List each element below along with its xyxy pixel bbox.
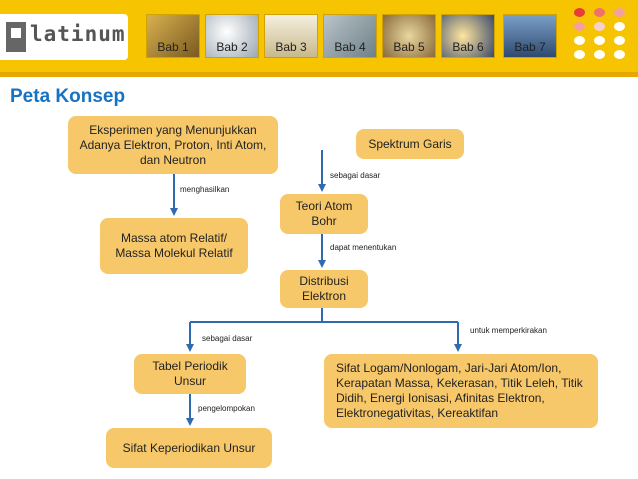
chapter-tab-3[interactable]: Bab 3: [264, 14, 318, 58]
header-accent-bar: [0, 72, 638, 77]
node-spektrum-garis: Spektrum Garis: [356, 129, 464, 159]
edge-label-menghasilkan: menghasilkan: [180, 185, 230, 194]
chapter-tab-1[interactable]: Bab 1: [146, 14, 200, 58]
chapter-tab-label: Bab 4: [334, 40, 366, 54]
logo-text: latinum: [30, 22, 126, 46]
dot-icon: [574, 36, 585, 45]
node-eksperimen: Eksperimen yang Menunjukkan Adanya Elekt…: [68, 116, 278, 174]
node-sifat-logam: Sifat Logam/Nonlogam, Jari-Jari Atom/Ion…: [324, 354, 598, 428]
dot-icon: [574, 50, 585, 59]
dot-icon: [594, 50, 605, 59]
chapter-tab-4[interactable]: Bab 4: [323, 14, 377, 58]
node-massa-relatif: Massa atom Relatif/ Massa Molekul Relati…: [100, 218, 248, 274]
chapter-tab-label: Bab 2: [216, 40, 248, 54]
dot-icon: [594, 22, 605, 31]
dot-icon: [614, 36, 625, 45]
platinum-logo: latinum: [0, 14, 128, 60]
node-distribusi-elektron: Distribusi Elektron: [280, 270, 368, 308]
dot-icon: [594, 36, 605, 45]
chapter-tab-7[interactable]: Bab 7: [503, 14, 557, 58]
dot-icon: [594, 8, 605, 17]
dot-icon: [574, 22, 585, 31]
chapter-tab-label: Bab 5: [393, 40, 425, 54]
chapter-tab-2[interactable]: Bab 2: [205, 14, 259, 58]
node-sifat-keperiodikan: Sifat Keperiodikan Unsur: [106, 428, 272, 468]
edge-label-dapat-menentukan: dapat menentukan: [330, 243, 397, 252]
dot-icon: [614, 8, 625, 17]
page-title: Peta Konsep: [10, 86, 126, 107]
edge-label-sebagai-dasar: sebagai dasar: [330, 171, 381, 180]
chapter-tab-6[interactable]: Bab 6: [441, 14, 495, 58]
edge-label-untuk-memperkirakan: untuk memperkirakan: [470, 326, 547, 335]
chapter-tab-label: Bab 7: [514, 40, 546, 54]
dot-icon: [614, 50, 625, 59]
node-teori-atom-bohr: Teori Atom Bohr: [280, 194, 368, 234]
node-tabel-periodik: Tabel Periodik Unsur: [134, 354, 246, 394]
dot-icon: [614, 22, 625, 31]
edge-label-sebagai-dasar-2: sebagai dasar: [202, 334, 253, 343]
logo-p-icon: [6, 22, 26, 52]
chapter-tab-label: Bab 6: [452, 40, 484, 54]
chapter-tab-label: Bab 1: [157, 40, 189, 54]
edge-label-pengelompokan: pengelompokan: [198, 404, 255, 413]
chapter-tab-5[interactable]: Bab 5: [382, 14, 436, 58]
dot-icon: [574, 8, 585, 17]
chapter-tab-label: Bab 3: [275, 40, 307, 54]
